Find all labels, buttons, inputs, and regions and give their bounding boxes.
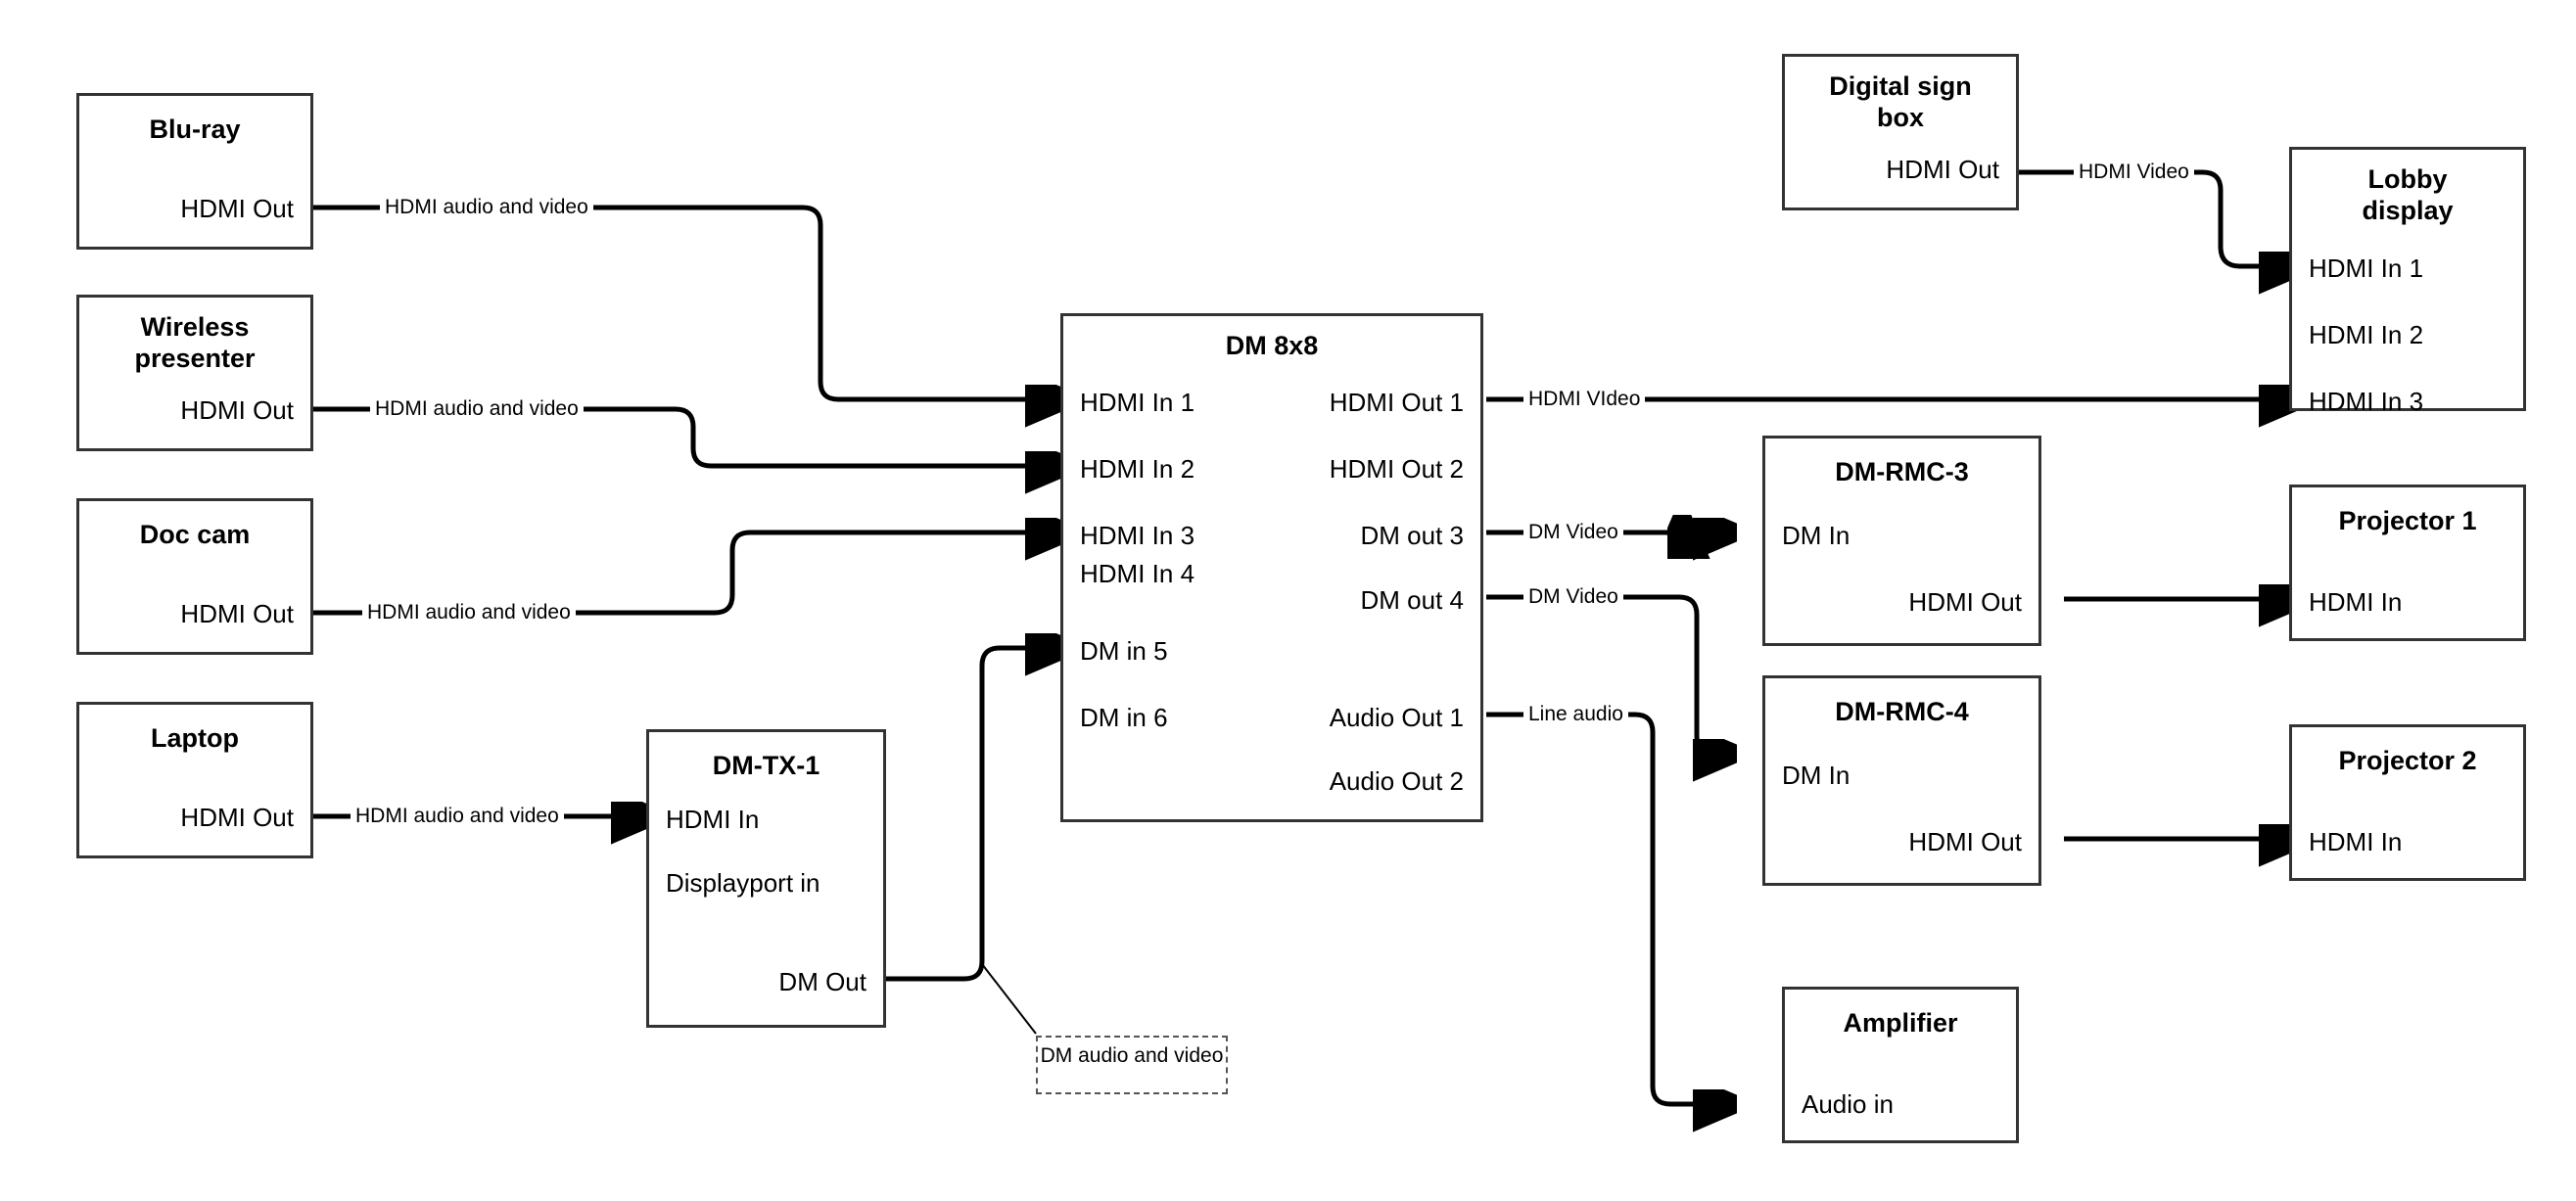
- port-hdmi-out: HDMI Out: [1886, 155, 1999, 184]
- port-dm-out: DM Out: [778, 967, 866, 996]
- port-dm-in-6: DM in 6: [1080, 703, 1168, 732]
- callout-dm-audio-and-video: DM audio and video: [1036, 1036, 1228, 1094]
- node-title: Amplifier: [1843, 1008, 1958, 1038]
- edge-label-wireless-hdmi: HDMI audio and video: [370, 397, 584, 421]
- node-dm-8x8[interactable]: DM 8x8 HDMI In 1 HDMI In 2 HDMI In 3 HDM…: [1060, 313, 1483, 822]
- node-title: Doc cam: [139, 520, 251, 549]
- edge-label-audio-out-1-line: Line audio: [1523, 703, 1628, 726]
- node-wireless-presenter[interactable]: Wireless presenter HDMI Out: [76, 295, 313, 451]
- port-hdmi-out: HDMI Out: [1908, 587, 2022, 617]
- node-bluray[interactable]: Blu-ray HDMI Out: [76, 93, 313, 250]
- node-title: DM-RMC-4: [1835, 697, 1969, 726]
- port-audio-out-2: Audio Out 2: [1329, 766, 1464, 796]
- port-hdmi-in-1: HDMI In 1: [1080, 388, 1195, 417]
- wire-audio-out-1-to-amplifier: [1486, 712, 1723, 1104]
- node-title: DM-RMC-3: [1835, 457, 1969, 486]
- node-title: Blu-ray: [149, 115, 241, 144]
- port-hdmi-out: HDMI Out: [180, 194, 294, 223]
- node-title: Laptop: [151, 723, 239, 753]
- callout-label: DM audio and video: [1040, 1044, 1224, 1067]
- node-title: DM 8x8: [1225, 331, 1319, 360]
- port-dm-in: DM In: [1782, 521, 1850, 550]
- node-dm-rmc-4[interactable]: DM-RMC-4 DM In HDMI Out: [1762, 675, 2041, 886]
- node-dm-tx-1[interactable]: DM-TX-1 HDMI In Displayport in DM Out: [646, 729, 886, 1028]
- edge-label-dm-out-4-video: DM Video: [1523, 585, 1623, 609]
- wire-dm-out-4-to-rmc4: [1486, 594, 1723, 754]
- port-hdmi-out: HDMI Out: [180, 803, 294, 832]
- wire-bluray-to-hdmi-in-1: [313, 205, 1055, 399]
- port-dm-out-4: DM out 4: [1360, 585, 1465, 615]
- callout-leader-line: [981, 963, 1037, 1035]
- port-hdmi-in: HDMI In: [666, 805, 760, 834]
- port-hdmi-in: HDMI In: [2309, 827, 2403, 856]
- node-dm-rmc-3[interactable]: DM-RMC-3 DM In HDMI Out: [1762, 436, 2041, 646]
- node-projector-2[interactable]: Projector 2 HDMI In: [2289, 724, 2526, 881]
- port-hdmi-in: HDMI In: [2309, 587, 2403, 617]
- node-title: Projector 1: [2338, 506, 2477, 535]
- port-hdmi-in-1: HDMI In 1: [2309, 254, 2424, 283]
- port-hdmi-in-4: HDMI In 4: [1080, 559, 1195, 588]
- node-laptop[interactable]: Laptop HDMI Out: [76, 702, 313, 858]
- node-title: DM-TX-1: [712, 751, 820, 780]
- edge-label-digitalsign-hdmi-video: HDMI Video: [2074, 161, 2194, 184]
- edge-label-dm-out-3-video: DM Video: [1523, 521, 1623, 544]
- edge-label-hdmi-out-1-video: HDMI VIdeo: [1523, 388, 1646, 411]
- edge-label-doccam-hdmi: HDMI audio and video: [362, 601, 576, 624]
- port-audio-in: Audio in: [1802, 1089, 1894, 1119]
- edge-label-bluray-hdmi: HDMI audio and video: [380, 196, 593, 219]
- port-dm-out-3: DM out 3: [1360, 521, 1465, 550]
- node-title: Projector 2: [2338, 746, 2477, 775]
- port-hdmi-in-2: HDMI In 2: [2309, 320, 2424, 349]
- wire-digitalsign-to-lobby-hdmi-in-1: [2017, 169, 2289, 266]
- port-hdmi-out: HDMI Out: [180, 395, 294, 425]
- node-digital-sign-box[interactable]: Digital sign box HDMI Out: [1782, 54, 2019, 210]
- port-dm-in-5: DM in 5: [1080, 636, 1168, 666]
- wire-dmtx1-to-dm-in-5: [886, 648, 1055, 982]
- port-audio-out-1: Audio Out 1: [1329, 703, 1464, 732]
- node-title: Digital sign box: [1829, 71, 1972, 132]
- port-dm-in: DM In: [1782, 761, 1850, 790]
- port-hdmi-out: HDMI Out: [180, 599, 294, 628]
- node-title: Lobby display: [2362, 164, 2454, 225]
- port-hdmi-out-2: HDMI Out 2: [1329, 454, 1464, 484]
- port-hdmi-out-1: HDMI Out 1: [1329, 388, 1464, 417]
- node-doc-cam[interactable]: Doc cam HDMI Out: [76, 498, 313, 655]
- port-hdmi-in-3: HDMI In 3: [1080, 521, 1195, 550]
- node-title: Wireless presenter: [134, 312, 256, 373]
- node-amplifier[interactable]: Amplifier Audio in: [1782, 987, 2019, 1143]
- port-hdmi-in-3: HDMI In 3: [2309, 387, 2424, 416]
- port-hdmi-out: HDMI Out: [1908, 827, 2022, 856]
- node-lobby-display[interactable]: Lobby display HDMI In 1 HDMI In 2 HDMI I…: [2289, 147, 2526, 416]
- port-displayport-in: Displayport in: [666, 868, 820, 898]
- edge-label-laptop-hdmi: HDMI audio and video: [351, 805, 564, 828]
- port-hdmi-in-2: HDMI In 2: [1080, 454, 1195, 484]
- node-projector-1[interactable]: Projector 1 HDMI In: [2289, 485, 2526, 641]
